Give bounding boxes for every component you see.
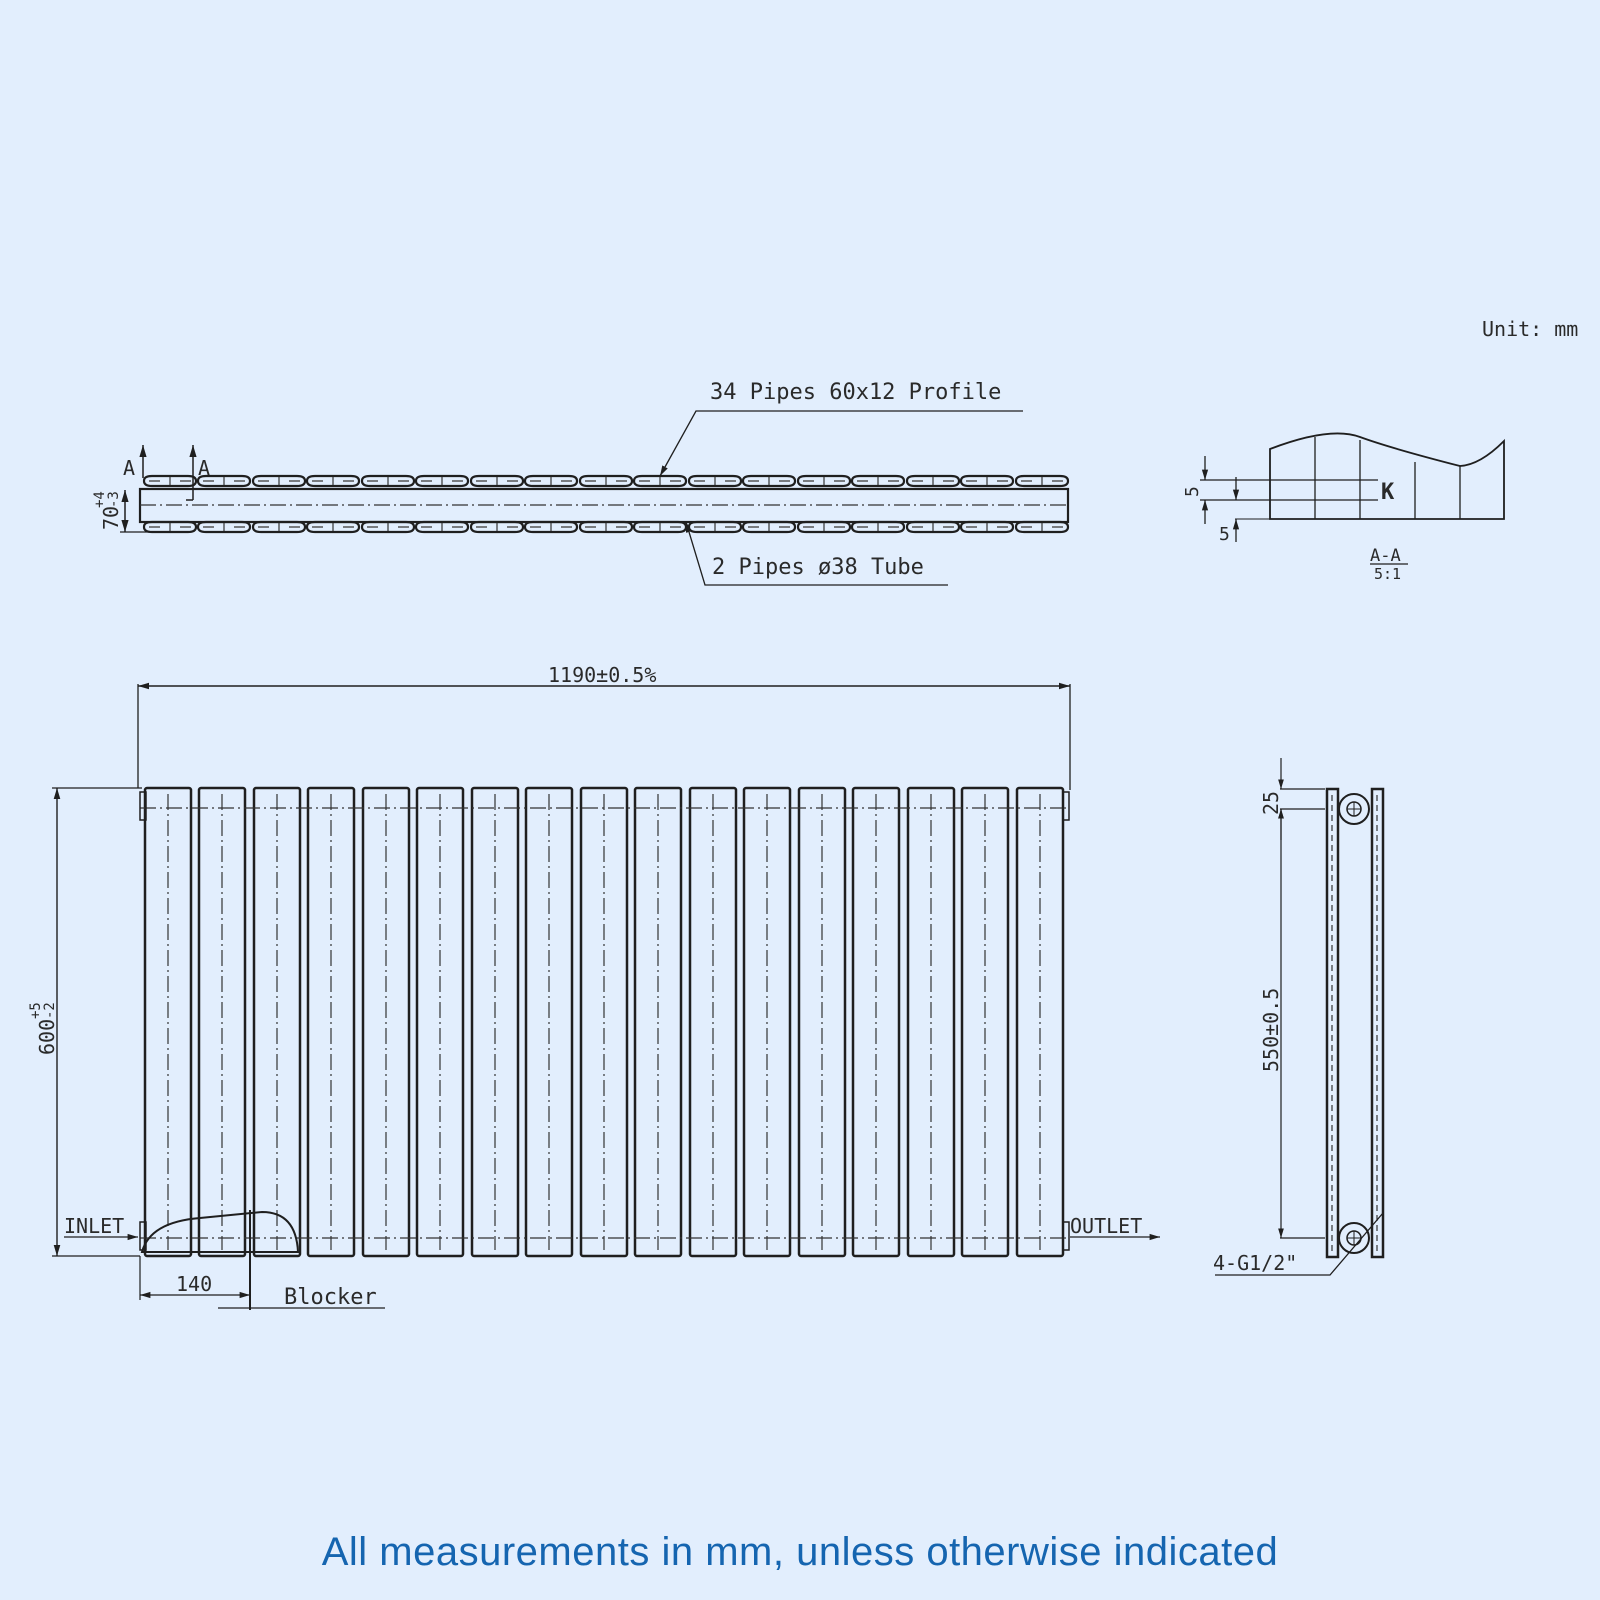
section-title: A-A	[1370, 546, 1401, 566]
side-view: 25 550±0.5 4-G1/2"	[1213, 758, 1385, 1276]
top-offset-dimension: 25	[1259, 791, 1283, 815]
tube-callout: 2 Pipes ø38 Tube	[712, 555, 924, 580]
height-tolerance-minus: -2	[42, 1002, 58, 1019]
depth-tolerance-minus: -3	[106, 491, 122, 508]
weld-mark: K	[1381, 480, 1395, 505]
footer-note: All measurements in mm, unless otherwise…	[321, 1530, 1279, 1574]
section-scale: 5:1	[1374, 565, 1401, 583]
outlet-label: OUTLET	[1070, 1214, 1142, 1238]
depth-tolerance-plus: +4	[92, 491, 108, 508]
blocker-dimension: 140	[176, 1272, 212, 1296]
height-dimension: 600	[35, 1019, 59, 1055]
profile-callout: 34 Pipes 60x12 Profile	[710, 380, 1001, 405]
inlet-label: INLET	[64, 1214, 124, 1238]
radiator-columns	[143, 786, 1065, 1258]
section-marker-right: A	[198, 456, 210, 480]
section-dim-lower: 5	[1219, 524, 1230, 545]
blocker-label: Blocker	[284, 1285, 377, 1310]
section-dim-upper: 5	[1182, 486, 1203, 497]
width-dimension: 1190±0.5%	[548, 663, 656, 687]
section-marker-left: A	[123, 456, 135, 480]
profile-pipes-top-row	[142, 474, 1070, 488]
unit-label: Unit: mm	[1482, 317, 1578, 341]
connection-label: 4-G1/2"	[1213, 1251, 1297, 1275]
section-view: K 5 5 A-A 5:1	[1182, 432, 1505, 583]
top-view: A A 70 +4 -3 34 Pipes 60x12 Profile 2 Pi…	[92, 380, 1070, 586]
centre-dimension: 550±0.5	[1259, 988, 1283, 1072]
profile-pipes-bottom-row	[142, 520, 1070, 534]
depth-dimension: 70	[99, 506, 123, 530]
front-view: 1190±0.5% 600 +5 -2 INLET	[28, 663, 1160, 1310]
bottom-connection-icon	[1338, 1222, 1370, 1254]
height-tolerance-plus: +5	[28, 1002, 44, 1019]
top-connection-icon	[1338, 793, 1370, 825]
